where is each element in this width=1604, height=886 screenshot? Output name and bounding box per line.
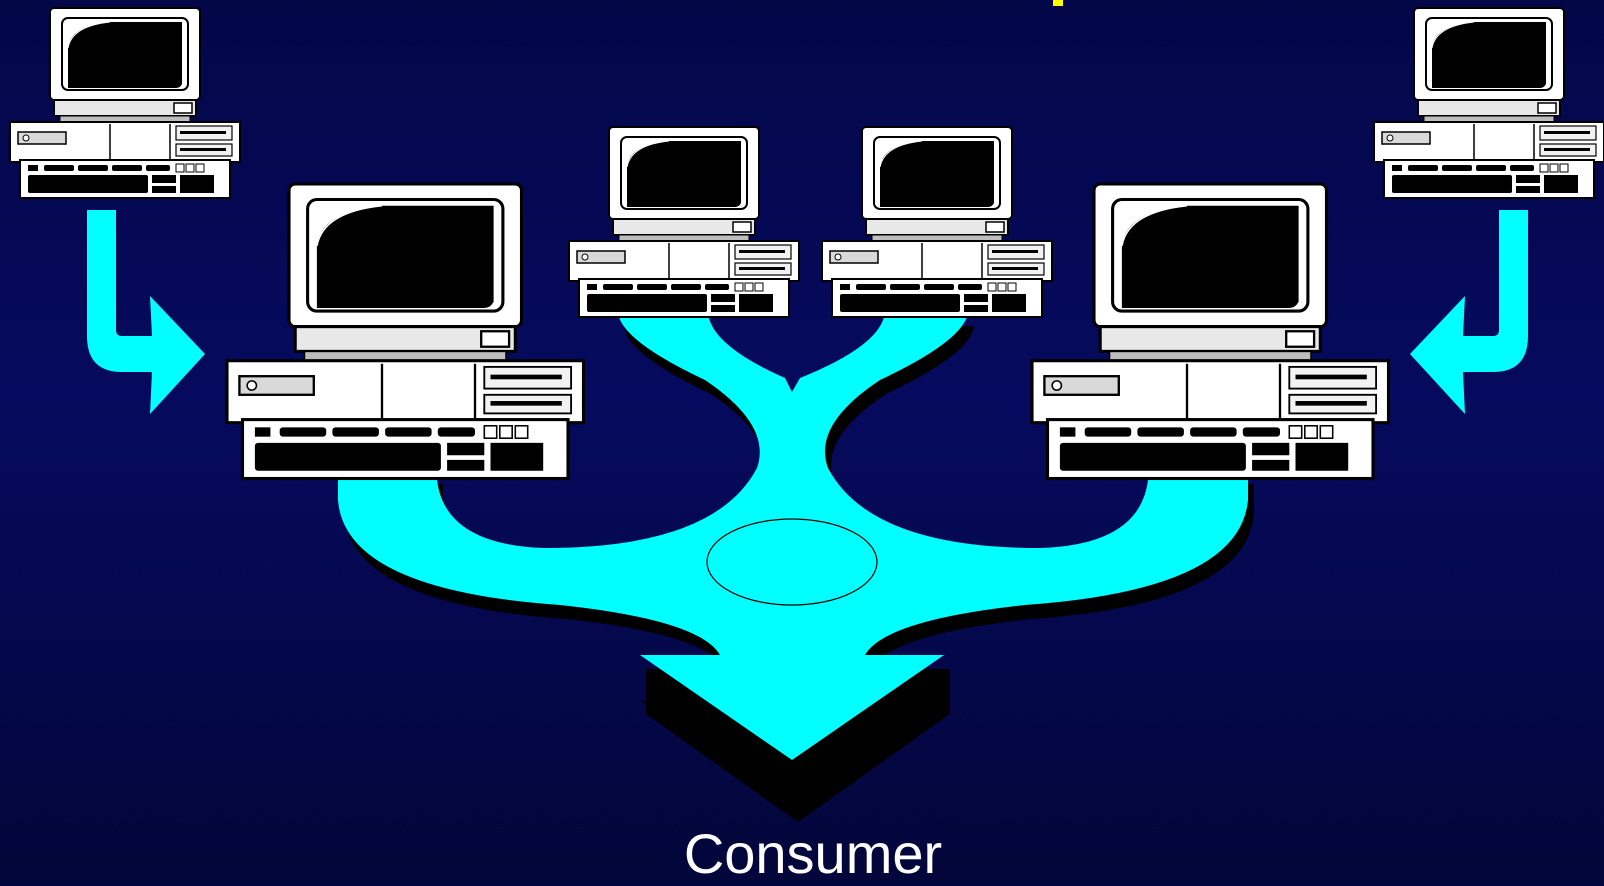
desktop-computer-icon xyxy=(569,127,799,317)
computer-center-left xyxy=(569,127,799,317)
title-fragment xyxy=(1053,0,1063,6)
right-hook-arrow xyxy=(1410,210,1528,414)
hub-ellipse xyxy=(707,519,877,605)
computer-top-left xyxy=(10,8,240,198)
left-hook-arrow xyxy=(87,210,205,414)
desktop-computer-icon xyxy=(10,8,240,198)
desktop-computer-icon xyxy=(1032,184,1389,479)
consumer-label: Consumer xyxy=(682,822,944,886)
computer-mid-left xyxy=(227,184,584,479)
computer-center-right xyxy=(822,127,1052,317)
desktop-computer-icon xyxy=(227,184,584,479)
desktop-computer-icon xyxy=(822,127,1052,317)
desktop-computer-icon xyxy=(1374,8,1604,198)
computer-top-right xyxy=(1374,8,1604,198)
computer-mid-right xyxy=(1032,184,1389,479)
